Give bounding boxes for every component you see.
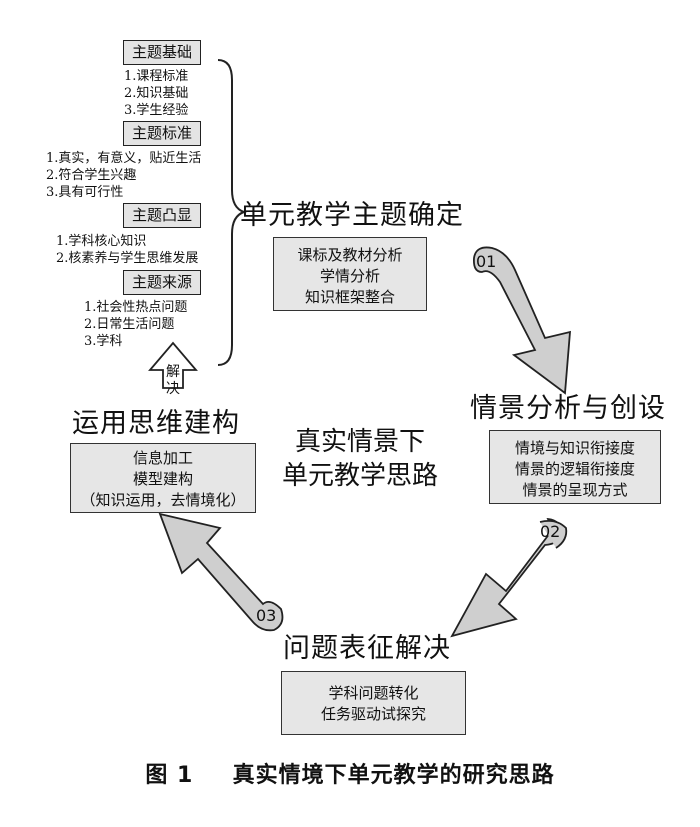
stage-line: 信息加工 — [132, 449, 193, 467]
group-list-standard: 1.真实，有意义，贴近生活 2.符合学生兴趣 3.具有可行性 — [46, 150, 201, 201]
stage-title-problem: 问题表征解决 — [283, 633, 451, 664]
stage-title-topic: 单元教学主题确定 — [240, 200, 464, 231]
list-item: 1.课程标准 — [124, 69, 189, 84]
stage-line: 情境与知识衔接度 — [514, 439, 635, 457]
group-title-highlight: 主题凸显 — [123, 203, 201, 228]
arrow-01 — [473, 246, 571, 395]
group-list-source: 1.社会性热点问题 2.日常生活问题 3.学科 — [84, 299, 187, 350]
center-line: 单元教学思路 — [281, 461, 438, 491]
center-title: 真实情景下 单元教学思路 — [270, 425, 450, 493]
list-item: 2.核素养与学生思维发展 — [56, 251, 199, 266]
stage-line: 任务驱动试探究 — [320, 705, 426, 723]
list-item: 1.真实，有意义，贴近生活 — [46, 151, 202, 166]
stage-line: 学情分析 — [319, 267, 380, 285]
list-item: 2.符合学生兴趣 — [46, 168, 137, 183]
stage-box-topic: 课标及教材分析 学情分析 知识框架整合 — [273, 237, 427, 311]
stage-box-problem: 学科问题转化 任务驱动试探究 — [281, 671, 466, 735]
list-item: 1.社会性热点问题 — [84, 300, 188, 315]
stage-title-thinking: 运用思维建构 — [72, 408, 240, 439]
stage-box-situation: 情境与知识衔接度 情景的逻辑衔接度 情景的呈现方式 — [489, 430, 661, 504]
list-item: 2.知识基础 — [124, 86, 189, 101]
stage-box-thinking: 信息加工 模型建构 （知识运用，去情境化） — [70, 443, 256, 513]
arrow-03 — [158, 512, 284, 632]
group-title-source: 主题来源 — [123, 270, 201, 295]
figure-title: 真实情境下单元教学的研究思路 — [232, 763, 555, 788]
group-list-foundation: 1.课程标准 2.知识基础 3.学生经验 — [124, 68, 188, 119]
figure-number: 图 1 — [145, 763, 194, 788]
stage-line: 模型建构 — [132, 470, 193, 488]
up-arrow — [148, 341, 198, 389]
stage-title-situation: 情景分析与创设 — [470, 393, 666, 424]
list-item: 3.学生经验 — [124, 103, 189, 118]
stage-line: 情景的逻辑衔接度 — [514, 460, 635, 478]
stage-line: 课标及教材分析 — [297, 246, 403, 264]
left-brace — [217, 59, 248, 366]
arrow-number-03: 03 — [256, 606, 277, 625]
group-title-standard: 主题标准 — [123, 121, 201, 146]
list-item: 2.日常生活问题 — [84, 317, 175, 332]
center-line: 真实情景下 — [294, 427, 425, 457]
list-item: 3.学科 — [84, 334, 123, 349]
up-arrow-label: 解决 — [166, 364, 180, 397]
stage-line: 学科问题转化 — [328, 684, 419, 702]
stage-line: 情景的呈现方式 — [522, 481, 628, 499]
figure-caption: 图 1 真实情境下单元教学的研究思路 — [0, 757, 700, 789]
arrow-number-01: 01 — [476, 252, 497, 271]
stage-line: 知识框架整合 — [304, 288, 395, 306]
list-item: 1.学科核心知识 — [56, 234, 147, 249]
arrow-number-02: 02 — [540, 522, 561, 541]
stage-line: （知识运用，去情境化） — [80, 491, 246, 509]
group-list-highlight: 1.学科核心知识 2.核素养与学生思维发展 — [56, 233, 198, 267]
list-item: 3.具有可行性 — [46, 185, 124, 200]
group-title-foundation: 主题基础 — [123, 40, 201, 65]
